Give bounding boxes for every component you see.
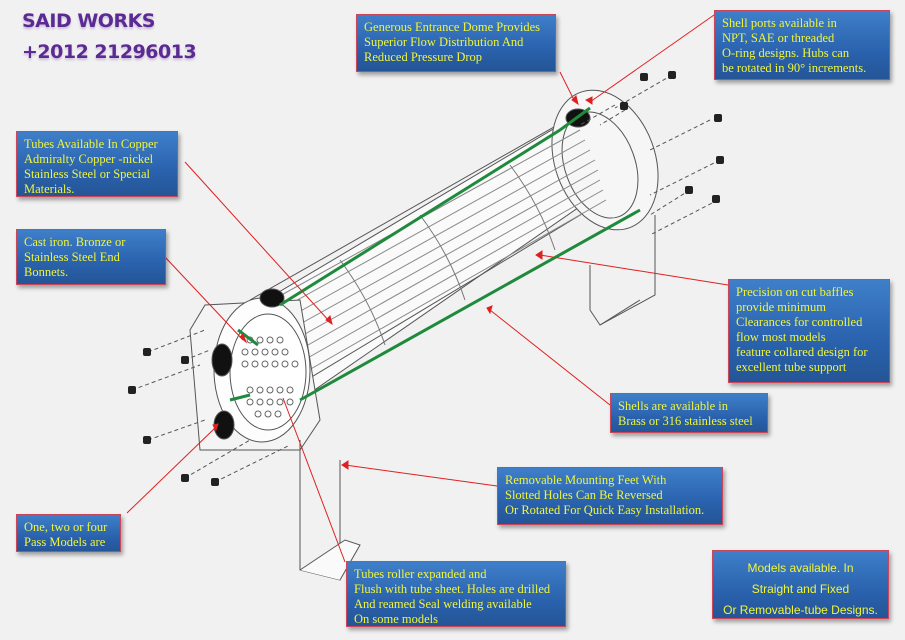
callout-line: feature collared design for: [736, 345, 868, 359]
callout-tubes-roller: Tubes roller expanded and Flush with tub…: [346, 561, 566, 627]
callout-line: Admiralty Copper -nickel: [24, 152, 154, 166]
callout-line: Pass Models are: [24, 535, 106, 549]
callout-line: Superior Flow Distribution And: [364, 35, 524, 49]
callout-line: Bonnets.: [24, 265, 69, 279]
callout-mounting-feet: Removable Mounting Feet With Slotted Hol…: [497, 467, 723, 525]
callout-line: Flush with tube sheet. Holes are drilled: [354, 582, 551, 596]
callout-line: Shell ports available in: [722, 16, 837, 30]
callout-line: Materials.: [24, 182, 75, 196]
callout-line: Tubes roller expanded and: [354, 567, 487, 581]
callout-line: provide minimum: [736, 300, 826, 314]
callout-line: Straight and Fixed: [751, 582, 850, 596]
callout-line: Shells are available in: [618, 399, 729, 413]
brand-name: SAID WORKS: [22, 10, 156, 32]
callout-line: O-ring designs. Hubs can: [722, 46, 850, 60]
callout-line: flow most models: [736, 330, 826, 344]
callout-line: Precision on cut baffles: [736, 285, 854, 299]
callout-line: NPT, SAE or threaded: [722, 31, 835, 45]
callout-line: Generous Entrance Dome Provides: [364, 20, 540, 34]
callout-line: Or Rotated For Quick Easy Installation.: [505, 503, 705, 517]
callout-line: Clearances for controlled: [736, 315, 863, 329]
callout-line: On some models: [354, 612, 439, 626]
callout-line: Reduced Pressure Drop: [364, 50, 483, 64]
callout-tube-materials: Tubes Available In Copper Admiralty Copp…: [16, 131, 178, 197]
callout-line: Tubes Available In Copper: [24, 137, 158, 151]
callout-line: Cast iron. Bronze or: [24, 235, 126, 249]
callout-line: One, two or four: [24, 520, 108, 534]
callout-line: Or Removable-tube Designs.: [723, 603, 878, 617]
callout-line: excellent tube support: [736, 360, 847, 374]
callout-shells: Shells are available in Brass or 316 sta…: [610, 393, 768, 433]
callout-line: Brass or 316 stainless steel: [618, 414, 753, 428]
callout-shell-ports: Shell ports available in NPT, SAE or thr…: [714, 10, 890, 80]
brand-phone: +2012 21296013: [22, 41, 197, 63]
callout-line: And reamed Seal welding available: [354, 597, 532, 611]
callout-line: Stainless Steel End: [24, 250, 120, 264]
callout-pass-models: One, two or four Pass Models are: [16, 514, 121, 552]
callout-bonnets: Cast iron. Bronze or Stainless Steel End…: [16, 229, 166, 285]
callout-line: Removable Mounting Feet With: [505, 473, 667, 487]
callout-line: Slotted Holes Can Be Reversed: [505, 488, 663, 502]
callout-line: Models available. In: [747, 561, 854, 575]
callout-line: Stainless Steel or Special: [24, 167, 151, 181]
callout-models-available: Models available. In Straight and Fixed …: [712, 550, 889, 619]
callout-line: be rotated in 90° increments.: [722, 61, 867, 75]
callout-baffles: Precision on cut baffles provide minimum…: [728, 279, 890, 383]
callout-entrance-dome: Generous Entrance Dome Provides Superior…: [356, 14, 556, 72]
